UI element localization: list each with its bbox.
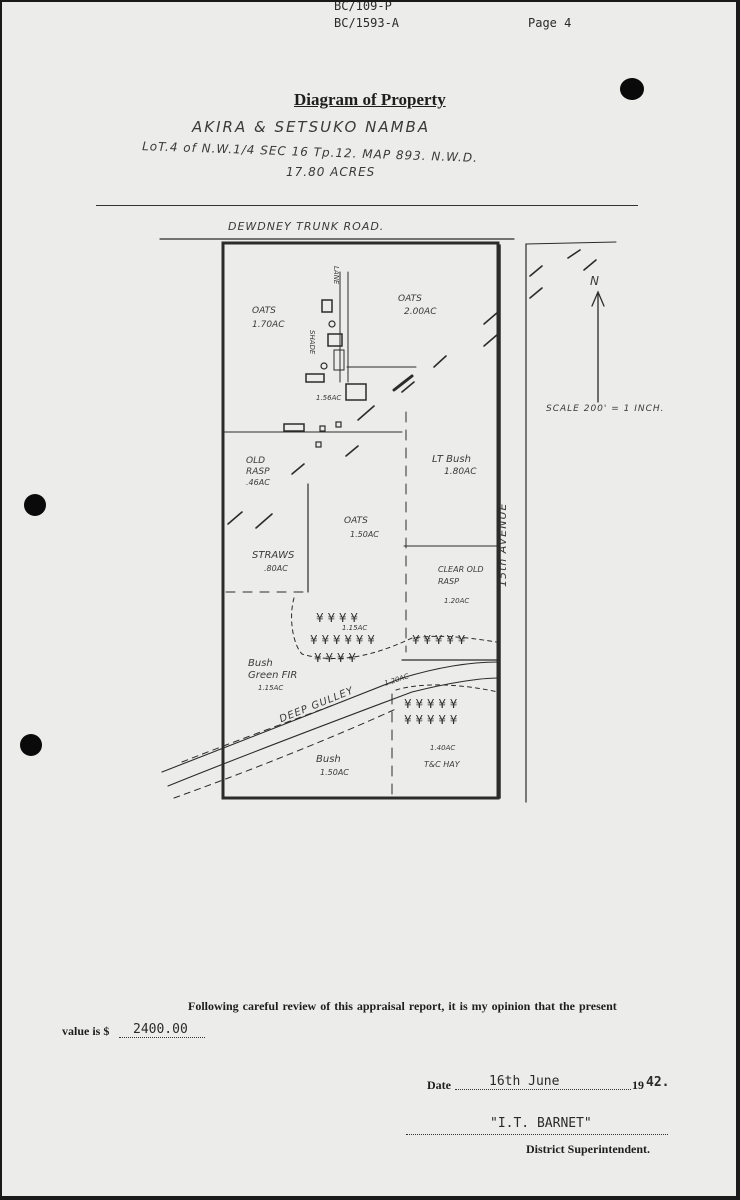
svg-text:¥ ¥ ¥ ¥ ¥ ¥: ¥ ¥ ¥ ¥ ¥ ¥ (310, 633, 375, 647)
field-acres: .80AC (264, 564, 288, 573)
field-acres: 1.70AC (252, 320, 285, 330)
field-label: LT Bush (432, 454, 471, 465)
year-suffix: 42. (646, 1075, 670, 1090)
svg-text:¥ ¥ ¥ ¥ ¥: ¥ ¥ ¥ ¥ ¥ (412, 633, 466, 647)
north-label: N (590, 274, 599, 288)
appraised-value: 2400.00 (119, 1022, 205, 1038)
date-label: Date (427, 1078, 451, 1092)
field-acres: .46AC (246, 478, 270, 487)
title-divider (96, 205, 638, 206)
road-label-top: DEWDNEY TRUNK ROAD. (228, 220, 385, 233)
owner-names: AKIRA & SETSUKO NAMBA (192, 118, 431, 136)
signature: "I.T. BARNET" (490, 1116, 592, 1131)
field-acres: 1.50AC (350, 530, 379, 539)
field-label: OATS (398, 294, 422, 304)
field-label: OLD RASP (246, 456, 270, 477)
field-label: Bush (316, 754, 341, 765)
signature-line (406, 1130, 668, 1135)
field-acres: 1.50AC (320, 768, 349, 777)
field-acres: 2.00AC (404, 307, 437, 317)
appraisal-statement: Following careful review of this apprais… (188, 999, 617, 1013)
field-acres: 1.20AC (444, 597, 470, 605)
punch-hole (20, 734, 42, 756)
svg-text:¥ ¥ ¥ ¥ ¥: ¥ ¥ ¥ ¥ ¥ (404, 697, 458, 711)
field-acres: 1.40AC (430, 744, 456, 752)
svg-text:¥ ¥ ¥ ¥: ¥ ¥ ¥ ¥ (314, 651, 356, 665)
scale-label: SCALE 200' = 1 INCH. (546, 404, 665, 414)
yard-acres: 1.56AC (316, 394, 342, 402)
svg-text:¥ ¥ ¥ ¥ ¥: ¥ ¥ ¥ ¥ ¥ (404, 713, 458, 727)
page-title: Diagram of Property (294, 90, 446, 109)
punch-hole (620, 78, 644, 100)
field-acres: 1.80AC (444, 467, 477, 477)
total-acres: 17.80 ACRES (286, 165, 376, 179)
field-label: CLEAR OLD RASP (438, 565, 484, 586)
field-label: STRAWS (252, 550, 295, 561)
field-label: Bush Green FIR (248, 658, 298, 681)
signatory-title: District Superintendent. (526, 1142, 650, 1156)
field-label: OATS (252, 306, 276, 316)
value-prefix: value is $ (62, 1024, 110, 1038)
year-prefix: 19 (632, 1078, 644, 1092)
trees-acres: 1.15AC (342, 624, 368, 632)
field-label: OATS (344, 516, 368, 526)
field-acres: 1.15AC (258, 684, 284, 692)
date-value: 16th June (455, 1074, 631, 1090)
file-number-2: BC/1593-A (334, 16, 400, 30)
punch-hole (24, 494, 46, 516)
page-number: Page 4 (528, 16, 572, 30)
svg-text:¥ ¥ ¥ ¥: ¥ ¥ ¥ ¥ (316, 611, 358, 625)
file-number-1: BC/109-P (334, 2, 392, 13)
field-label: T&C HAY (424, 760, 460, 769)
